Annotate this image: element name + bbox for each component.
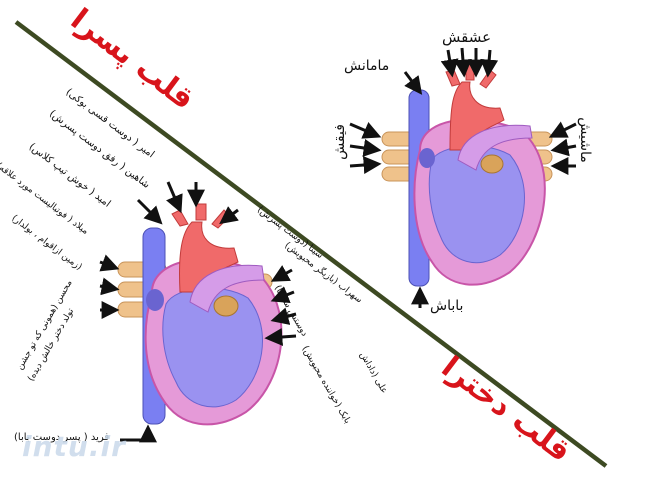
girl-label-mom: مامانش — [344, 58, 390, 74]
girl-heart — [381, 63, 553, 287]
boy-heart — [117, 203, 283, 426]
boy-arrows — [99, 181, 297, 443]
boy-label-farid: فرید ( پسر دوست بابا) — [14, 432, 110, 443]
divider-line — [14, 20, 608, 468]
watermark: intu.ir — [22, 430, 126, 463]
girl-label-love: عشقش — [442, 28, 492, 46]
girl-label-dad: باباش — [430, 298, 464, 314]
girl-arrows — [349, 47, 577, 308]
girl-label-family: فیقش — [331, 124, 348, 160]
girl-label-sisters: ماشیش — [576, 117, 593, 163]
